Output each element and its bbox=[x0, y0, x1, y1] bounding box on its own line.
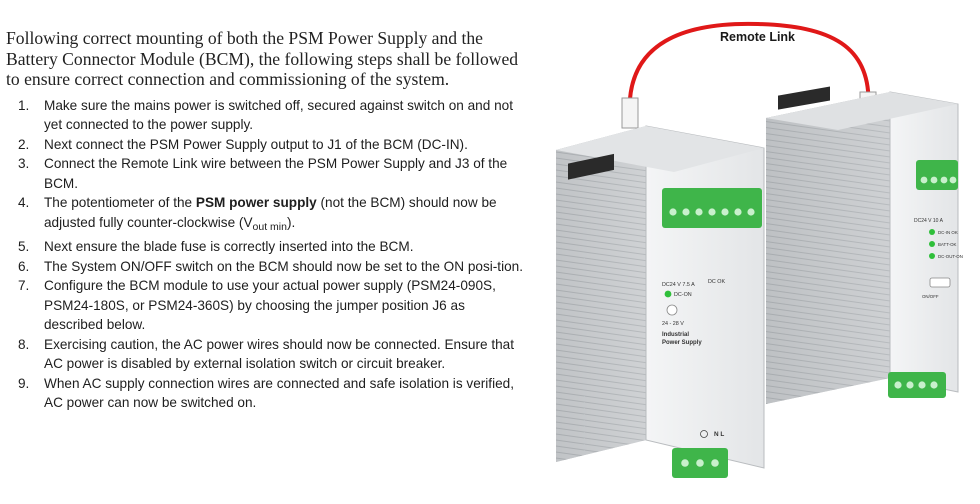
instructions-column: Following correct mounting of both the P… bbox=[6, 28, 526, 413]
step-item: 1. Make sure the mains power is switched … bbox=[6, 96, 526, 135]
wire-plug-left bbox=[621, 97, 639, 129]
step-number: 4. bbox=[18, 195, 30, 210]
bcm-led-label: BATT-OK bbox=[938, 242, 957, 247]
bcm-dc-spec: DC24 V 10 A bbox=[914, 218, 944, 224]
led-dc-on bbox=[664, 290, 672, 298]
step-number: 5. bbox=[18, 239, 30, 254]
step-item: 2. Next connect the PSM Power Supply outp… bbox=[6, 135, 526, 155]
step-text-bold: PSM power supply bbox=[195, 195, 317, 210]
step-text: When AC supply connection wires are conn… bbox=[44, 375, 514, 411]
step-number: 8. bbox=[18, 336, 30, 352]
step-text: Configure the BCM module to use your act… bbox=[44, 278, 496, 332]
step-text-subscript: out min bbox=[252, 220, 287, 233]
psm-dc-ok: DC OK bbox=[708, 279, 725, 285]
step-number: 7. bbox=[18, 278, 30, 293]
step-text: Next connect the PSM Power Supply output… bbox=[44, 136, 468, 152]
psm-top-terminal bbox=[662, 188, 762, 228]
psm-bottom-terminal bbox=[672, 448, 728, 478]
psm-power-supply: Power Supply bbox=[662, 340, 702, 346]
step-text-pre: The potentiometer of the bbox=[44, 195, 196, 210]
bcm-led-label: DC-OUT-ON bbox=[938, 254, 963, 259]
psm-dc-on: DC-ON bbox=[674, 292, 692, 298]
step-item: 8. Exercising caution, the AC power wires… bbox=[6, 335, 526, 374]
bcm-module: DC24 V 10 A DC-IN OK BATT-OK DC-OUT-ON O… bbox=[766, 86, 963, 404]
step-item: 5. Next ensure the blade fuse is correctl… bbox=[6, 237, 526, 257]
psm-module: DC24 V 7.5 A DC OK DC-ON 24 - 28 V Indus… bbox=[556, 125, 765, 478]
intro-paragraph: Following correct mounting of both the P… bbox=[6, 28, 519, 89]
psm-ac-terminals: N L bbox=[714, 431, 724, 438]
step-text-post: ). bbox=[286, 214, 296, 230]
psm-adj: 24 - 28 V bbox=[662, 321, 684, 327]
led-dc-in-ok bbox=[929, 229, 935, 235]
bcm-bottom-terminal bbox=[888, 372, 946, 398]
remote-link-wire bbox=[627, 21, 871, 119]
step-item: 6. The System ON/OFF switch on the BCM sh… bbox=[6, 257, 526, 277]
step-item: 7. Configure the BCM module to use your a… bbox=[6, 276, 526, 335]
step-item: 3. Connect the Remote Link wire between t… bbox=[6, 154, 526, 193]
step-text: Next ensure the blade fuse is correctly … bbox=[44, 239, 414, 254]
remote-link-label: Remote Link bbox=[720, 30, 795, 44]
step-text: Exercising caution, the AC power wires s… bbox=[44, 336, 515, 372]
psm-bcm-illustration: Remote Link DC24 V 10 A DC-IN OK BATT-OK… bbox=[556, 21, 963, 478]
step-text: The System ON/OFF switch on the BCM shou… bbox=[44, 258, 523, 274]
psm-industrial: Industrial bbox=[662, 332, 689, 338]
step-item: 9. When AC supply connection wires are co… bbox=[6, 374, 526, 413]
steps-list: 1. Make sure the mains power is switched … bbox=[6, 96, 526, 413]
step-number: 9. bbox=[18, 375, 30, 391]
step-item: 4. The potentiometer of the PSM power sup… bbox=[6, 193, 526, 237]
bcm-switch-icon bbox=[929, 277, 951, 288]
step-number: 1. bbox=[18, 97, 30, 113]
step-text-mid: (not the BCM) should now be adjusted ful… bbox=[44, 195, 497, 230]
step-number: 6. bbox=[18, 258, 30, 274]
led-dc-out-on bbox=[929, 253, 935, 259]
product-photo: Remote Link DC24 V 10 A DC-IN OK BATT-OK… bbox=[538, 0, 980, 499]
bcm-top-terminal bbox=[916, 160, 958, 190]
step-text: Connect the Remote Link wire between the… bbox=[44, 156, 508, 191]
potentiometer-icon bbox=[666, 304, 678, 316]
bcm-led-label: DC-IN OK bbox=[938, 230, 958, 235]
step-number: 2. bbox=[18, 136, 30, 152]
step-number: 3. bbox=[18, 156, 30, 171]
bcm-switch-label: ON/OFF bbox=[922, 294, 939, 299]
psm-dc-spec: DC24 V 7.5 A bbox=[662, 282, 695, 288]
ground-icon bbox=[700, 430, 708, 438]
step-text: Make sure the mains power is switched of… bbox=[44, 97, 513, 133]
led-batt-ok bbox=[929, 241, 935, 247]
